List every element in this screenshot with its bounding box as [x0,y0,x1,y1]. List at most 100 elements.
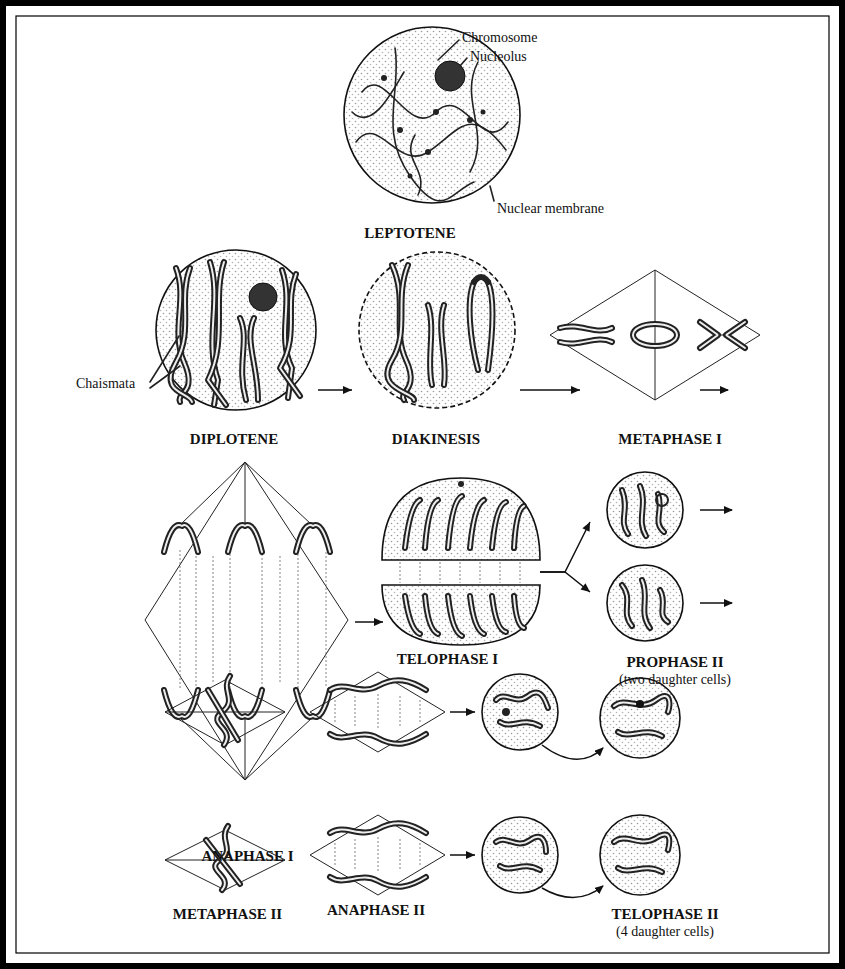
telophase-two-cells-part [636,700,644,708]
leptotene-cell-part [411,135,421,195]
diakinesis-cell-part [387,265,414,400]
arrow-head [580,583,590,592]
arrow-head [466,851,475,859]
part-label: Nucleolus [470,49,527,65]
leptotene-cell-part [490,186,494,201]
diakinesis-cell-part [387,265,414,400]
anaphase-one-spindle-part [228,525,262,552]
leptotene-cell-part [470,62,478,172]
anaphase-one-spindle-part [296,525,330,552]
diplotene-cell-part [208,262,226,405]
telophase-two-cells-part [600,815,680,895]
telophase-one-cells-part [382,585,540,645]
diplotene-cell-part [208,262,226,405]
telophase-one-cells [382,478,540,645]
telophase-two-cells-part [482,817,558,893]
anaphase-two-spindles-part [330,734,426,744]
diakinesis-cell-part [488,282,493,370]
arrow-head [343,386,352,394]
telophase-two-cells-part [542,886,603,898]
diplotene-cell-part [240,318,246,400]
diplotene-cell-part [250,318,258,400]
anaphase-two-spindles-part [330,877,426,887]
stage-box: LEPTOTENE [335,212,485,244]
prophase-two-cells-part [700,509,732,511]
metaphase-one-spindle-part [726,322,745,348]
leptotene-cell-part [408,174,413,179]
stage-box: METAPHASE I [580,250,760,450]
leptotene-cell-part [381,75,387,81]
leptotene-cell-part [352,72,404,117]
telophase-one-cells-part [458,481,464,487]
stage-box: PROPHASE II(two daughter cells) [590,470,760,690]
anaphase-one-spindle-part [228,525,262,552]
anaphase-one-spindle-part [164,525,198,552]
anaphase-two-spindles-part [330,680,426,690]
telophase-two-cells-part [496,693,548,726]
stage-box: ANAPHASE I [140,455,355,867]
stage-name: ANAPHASE II [327,901,425,919]
stage-name: DIPLOTENE [190,430,278,448]
telophase-one-cells-part [405,496,524,548]
diakinesis-cell [359,252,515,408]
stage-arrow [540,522,590,592]
anaphase-one-spindle-part [164,525,198,552]
metaphase-one-spindle-part [700,322,718,348]
leptotene-cell-part [438,40,459,60]
anaphase-two-spindles-part [330,823,426,833]
diplotene-cell-part [171,268,192,402]
stage-box: TELOPHASE II(4 daughter cells) [475,672,805,942]
telophase-two-cells-part [496,693,548,726]
stage-note: (two daughter cells) [619,671,731,688]
telophase-two-cells-part [614,696,669,736]
diakinesis-cell-part [428,305,432,385]
prophase-two-cells-part [622,580,668,628]
diakinesis-cell-part [359,252,515,408]
diplotene-cell-part [150,336,179,382]
telophase-two-cells-part [496,837,546,870]
telophase-one-cells-part [400,562,520,583]
arrow-line [540,572,590,592]
part-label: Chaismata [76,376,135,392]
telophase-one-cells-part [382,478,540,560]
anaphase-one-spindle-part [245,462,246,525]
diplotene-cell-part [250,318,258,400]
metaphase-one-spindle-part [560,339,612,343]
stage-name: ANAPHASE I [201,847,293,865]
anaphase-two-spindles-part [330,734,426,744]
leptotene-cell-part [481,110,486,115]
prophase-two-cells-part [607,565,683,641]
stage-box: DIPLOTENE [150,250,318,450]
anaphase-two-spindles-part [330,877,426,887]
anaphase-one-spindle-part [180,462,245,525]
prophase-two-cells [607,472,732,641]
telophase-two-cells-part [614,835,669,872]
stage-name: PROPHASE II [626,653,723,671]
anaphase-one-spindle-part [228,690,262,717]
metaphase-two-spindles-part [208,690,238,740]
prophase-two-cells-part [622,486,664,536]
telophase-two-cells-part [496,837,546,870]
anaphase-two-spindles-part [310,815,445,895]
metaphase-one-spindle-part [633,324,677,346]
telophase-two-cells-part [542,745,603,759]
metaphase-one-spindle-part [550,270,760,400]
anaphase-one-spindle-part [245,718,312,780]
telophase-two-cells-part [614,696,669,736]
arrow-head [571,386,580,394]
diakinesis-cell-part [488,282,493,370]
stage-box: METAPHASE II [160,672,295,925]
page-frame [3,3,842,966]
prophase-two-cells-part [622,486,664,536]
anaphase-one-spindle-part [180,550,326,690]
stage-name: METAPHASE I [618,430,721,448]
prophase-two-cells-part [622,580,668,628]
telophase-two-cells-part [502,708,510,716]
leptotene-cell-part [397,127,403,133]
telophase-two-cells-part [614,835,669,872]
diplotene-cell-part [249,283,277,311]
anaphase-one-spindle-part [245,462,312,525]
